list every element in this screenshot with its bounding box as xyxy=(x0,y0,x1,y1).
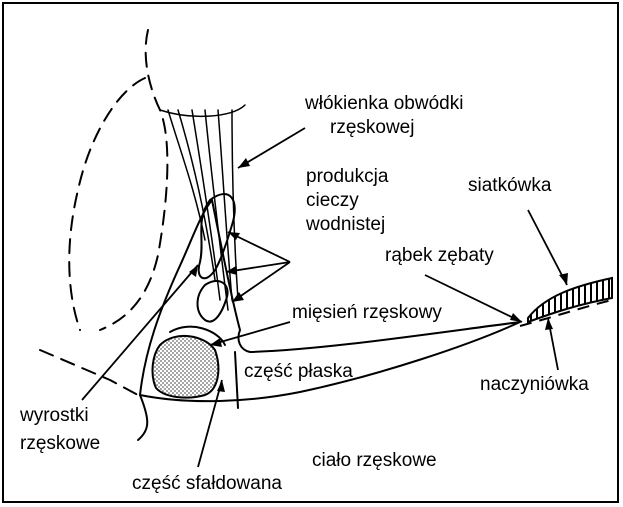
label-aqueous-line3: wodnistej xyxy=(306,213,385,237)
iris-outline xyxy=(69,78,145,330)
folded-part-edge xyxy=(138,395,147,440)
label-pars-plicata: część sfałdowana xyxy=(132,472,282,496)
arrowhead-aqueous-3 xyxy=(232,292,244,302)
label-ciliary-processes-line2: rzęskowe xyxy=(20,432,100,456)
zonular-fibers xyxy=(160,105,245,310)
leader-fibers xyxy=(238,128,305,168)
label-aqueous-line2: cieczy xyxy=(306,189,359,213)
label-ciliary-processes-line1: wyrostki xyxy=(20,404,89,428)
label-ora-serrata: rąbek zębaty xyxy=(385,244,494,268)
leader-muscle xyxy=(210,322,290,345)
label-retina: siatkówka xyxy=(468,174,551,198)
label-ciliary-body: ciało rzęskowe xyxy=(312,449,437,473)
ciliary-muscle-region xyxy=(153,336,219,398)
retina-band xyxy=(528,278,612,322)
arrowhead-fibers xyxy=(238,158,250,168)
anterior-dashed xyxy=(40,350,138,395)
arrowhead-retina xyxy=(559,273,568,285)
label-ciliary-muscle: mięsień rzęskowy xyxy=(292,301,442,325)
label-zonular-fibers-line1: włókienka obwódki xyxy=(305,92,463,116)
lens-outline xyxy=(100,30,167,330)
leader-retina xyxy=(528,210,567,285)
label-pars-plana: część płaska xyxy=(244,360,353,384)
label-aqueous-line1: produkcja xyxy=(306,165,388,189)
ciliary-process-2 xyxy=(198,281,228,322)
label-choroid: naczyniówka xyxy=(480,373,589,397)
label-zonular-fibers-line2: rzęskowej xyxy=(330,116,414,140)
arrowhead-ora xyxy=(510,313,522,322)
